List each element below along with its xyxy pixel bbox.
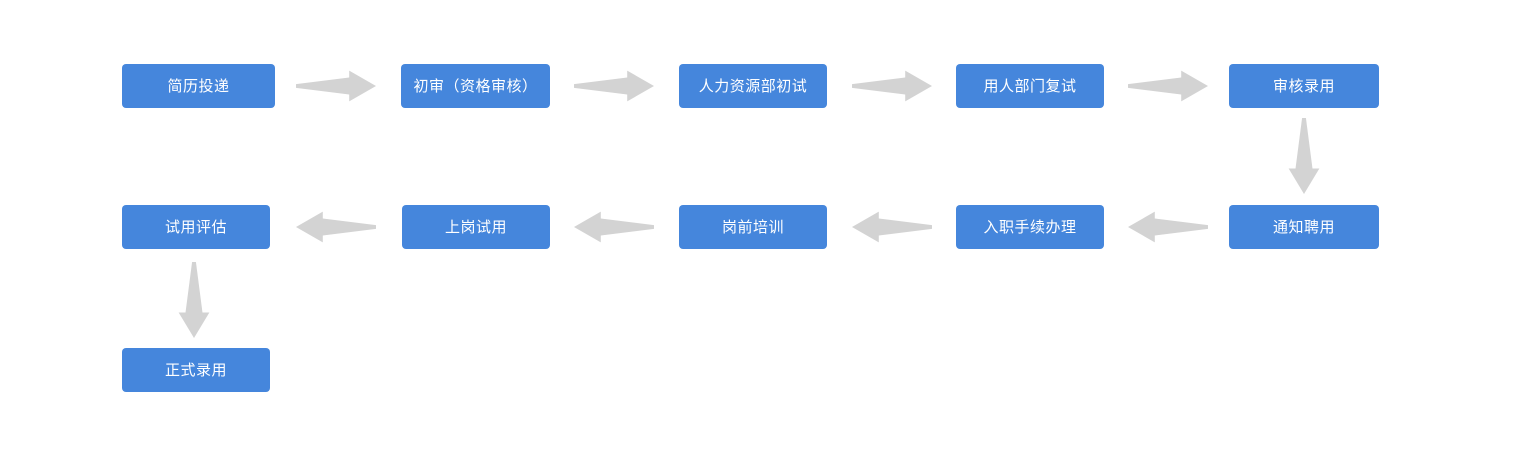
flow-node-n2[interactable]: 初审（资格审核） <box>401 64 550 108</box>
flow-node-label: 审核录用 <box>1272 77 1335 95</box>
arrow-down-icon <box>178 262 210 338</box>
arrow-left-icon <box>296 211 376 243</box>
flow-node-n6[interactable]: 通知聘用 <box>1229 205 1379 249</box>
flow-node-n5[interactable]: 审核录用 <box>1229 64 1379 108</box>
flow-node-n3[interactable]: 人力资源部初试 <box>679 64 827 108</box>
flow-node-label: 人力资源部初试 <box>698 77 808 95</box>
arrow-down-icon <box>1288 118 1320 194</box>
arrow-left-icon <box>852 211 932 243</box>
flow-node-label: 试用评估 <box>164 218 227 236</box>
flow-node-n8[interactable]: 岗前培训 <box>679 205 827 249</box>
flow-node-label: 通知聘用 <box>1272 218 1335 236</box>
flow-node-n1[interactable]: 简历投递 <box>122 64 275 108</box>
arrow-right-icon <box>852 70 932 102</box>
arrow-right-icon <box>1128 70 1208 102</box>
arrow-left-icon <box>1128 211 1208 243</box>
arrow-right-icon <box>296 70 376 102</box>
arrow-left-icon <box>574 211 654 243</box>
flow-node-n10[interactable]: 试用评估 <box>122 205 270 249</box>
flow-node-n4[interactable]: 用人部门复试 <box>956 64 1104 108</box>
flow-node-label: 入职手续办理 <box>983 218 1077 236</box>
flow-node-label: 正式录用 <box>164 361 227 379</box>
flow-node-label: 初审（资格审核） <box>413 77 538 95</box>
arrow-right-icon <box>574 70 654 102</box>
flow-node-label: 上岗试用 <box>444 218 507 236</box>
flow-node-n11[interactable]: 正式录用 <box>122 348 270 392</box>
flow-node-n9[interactable]: 上岗试用 <box>402 205 550 249</box>
flow-node-label: 岗前培训 <box>721 218 784 236</box>
flow-node-label: 用人部门复试 <box>983 77 1077 95</box>
flow-node-label: 简历投递 <box>167 77 230 95</box>
flow-node-n7[interactable]: 入职手续办理 <box>956 205 1104 249</box>
